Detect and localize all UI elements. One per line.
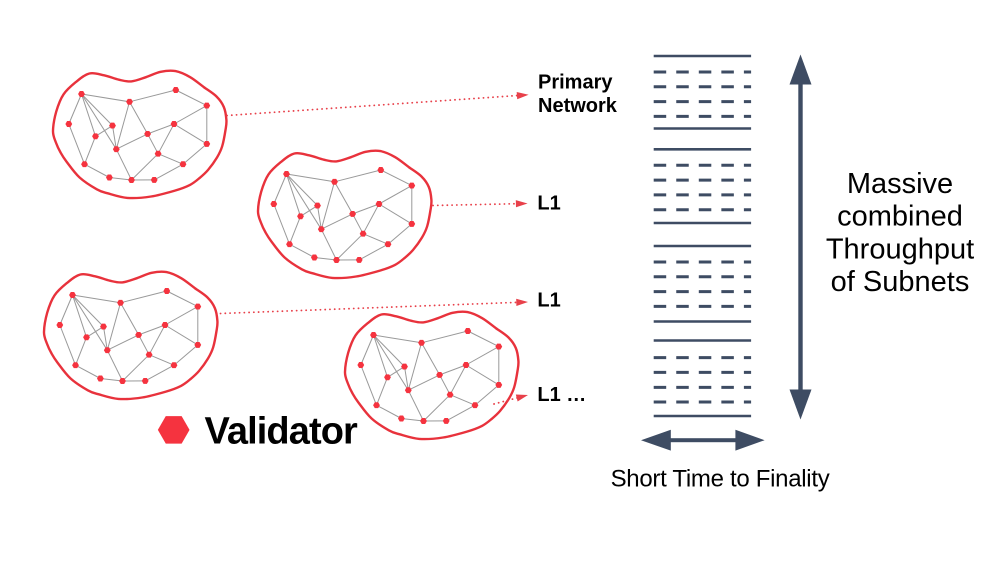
svg-text:L1: L1	[537, 193, 560, 215]
svg-text:Throughput: Throughput	[826, 233, 974, 265]
svg-text:of Subnets: of Subnets	[831, 266, 970, 298]
svg-text:Network: Network	[538, 95, 618, 117]
svg-text:L1 …: L1 …	[537, 384, 586, 406]
svg-text:Primary: Primary	[538, 72, 613, 94]
svg-text:combined: combined	[837, 201, 963, 233]
svg-text:L1: L1	[537, 290, 560, 312]
svg-text:Massive: Massive	[847, 168, 953, 200]
svg-text:Validator: Validator	[205, 411, 359, 453]
svg-text:Short Time to Finality: Short Time to Finality	[611, 466, 830, 493]
